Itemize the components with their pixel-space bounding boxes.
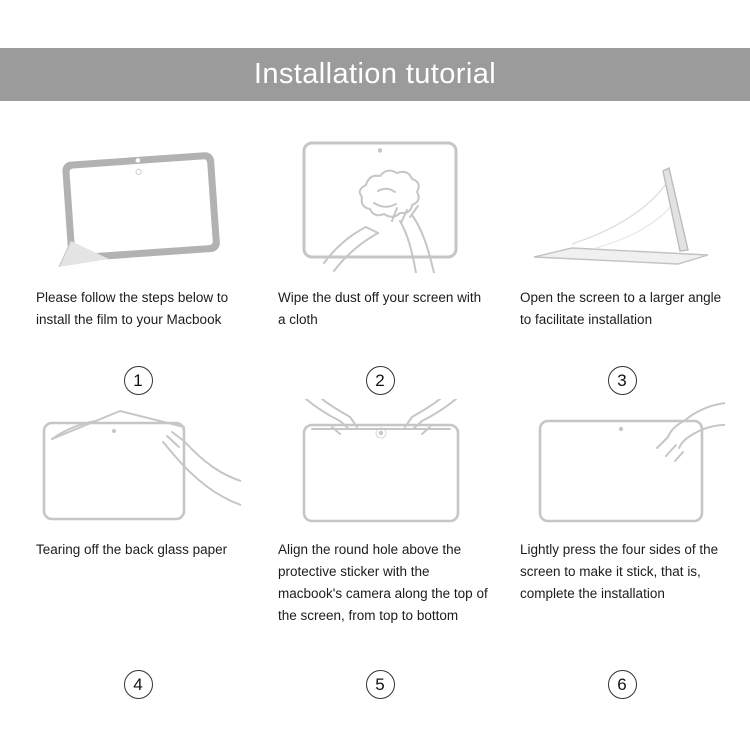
step-5: Align the round hole above the protectiv… [268,397,492,701]
macbook-peeling-film-icon [58,152,220,268]
step-number-badge: 2 [365,366,395,395]
step-2: Wipe the dust off your screen with a clo… [268,135,492,397]
step-caption: Please follow the steps below to install… [36,290,229,327]
step-number-badge: 6 [607,670,637,699]
step-number: 3 [617,370,627,390]
page-title: Installation tutorial [253,58,497,90]
step-1: Please follow the steps below to install… [26,135,250,397]
step-number-badge: 5 [365,670,395,699]
step-number: 1 [133,370,143,390]
steps-grid: Please follow the steps below to install… [0,101,750,701]
macbook-peeling-film-illustration [26,135,250,273]
step-caption: Wipe the dust off your screen with a clo… [278,290,482,327]
header-banner: Installation tutorial [0,48,750,101]
wipe-cloth-icon [302,141,458,273]
step-number: 5 [375,674,385,694]
open-laptop-icon [533,166,708,265]
align-film-with-camera-illustration [268,397,492,525]
step-caption: Align the round hole above the protectiv… [278,542,488,623]
press-screen-icon [538,402,725,523]
tear-paper-icon [42,410,241,521]
step-caption: Lightly press the four sides of the scre… [520,542,719,601]
open-laptop-wide-angle-illustration [510,135,734,273]
wipe-screen-with-cloth-illustration [268,135,492,273]
step-number-badge: 1 [123,366,153,395]
step-number: 6 [617,674,627,694]
step-number-badge: 4 [123,670,153,699]
tear-back-glass-paper-illustration [26,397,250,525]
step-number: 2 [375,370,385,390]
step-number-badge: 3 [607,366,637,395]
align-film-icon [302,399,459,523]
step-6: Lightly press the four sides of the scre… [510,397,734,701]
step-4: Tearing off the back glass paper 4 [26,397,250,701]
step-number: 4 [133,674,143,694]
step-caption: Tearing off the back glass paper [36,542,228,557]
step-3: Open the screen to a larger angle to fac… [510,135,734,397]
step-caption: Open the screen to a larger angle to fac… [520,290,722,327]
press-four-sides-illustration [510,397,734,525]
